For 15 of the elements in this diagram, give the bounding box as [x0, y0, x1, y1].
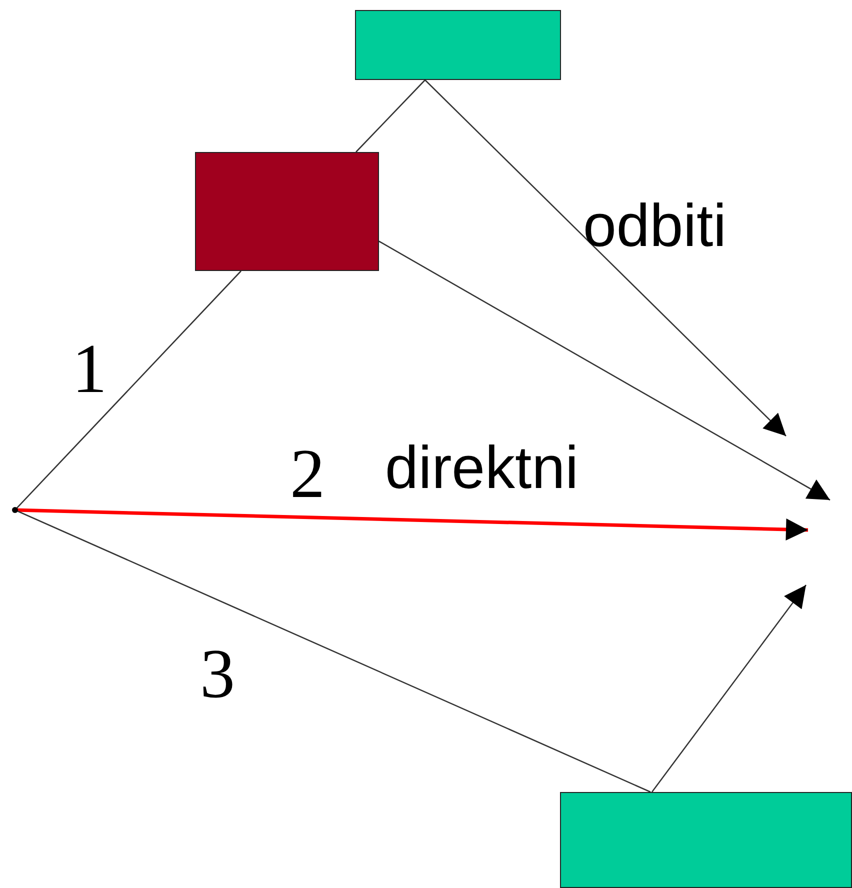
path-label: direktni: [385, 438, 578, 498]
path-label: odbiti: [583, 196, 726, 256]
reflector-box: [355, 10, 561, 80]
source-point: [12, 507, 18, 513]
obstacle-box: [195, 152, 379, 271]
arrow: [651, 584, 807, 792]
arrow: [378, 240, 830, 501]
path-number: 2: [290, 440, 325, 510]
reflector-box: [560, 792, 852, 888]
path-number: 1: [72, 335, 107, 405]
connector-line: [14, 270, 242, 510]
arrow: [424, 80, 786, 436]
connector-line: [356, 80, 426, 152]
path-number: 3: [200, 640, 235, 710]
connector-line: [14, 509, 651, 793]
